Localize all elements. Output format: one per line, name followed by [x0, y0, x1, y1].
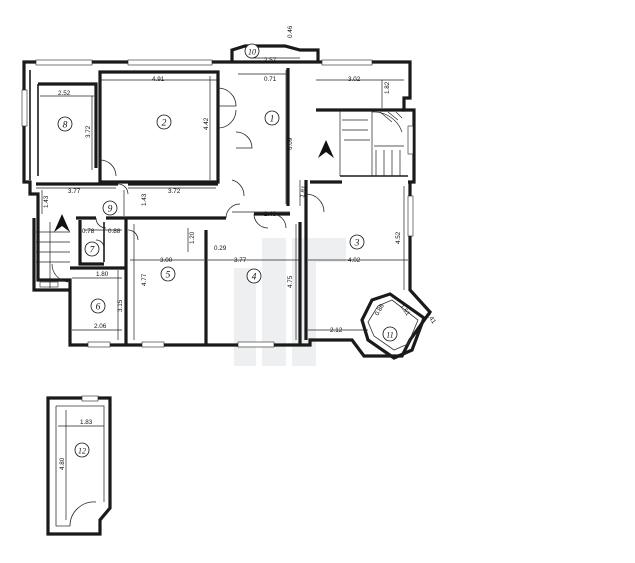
svg-text:3: 3 — [354, 239, 360, 249]
dim-room10-height: 0.46 — [287, 25, 294, 38]
dimension-lines — [36, 57, 408, 340]
dim-room7-side: 0.88 — [108, 228, 121, 235]
dim-hall-height: 1.43 — [141, 193, 148, 206]
dim-passage-width: 2.45 — [264, 211, 277, 218]
dim-room3-top-height: 1.82 — [384, 81, 391, 94]
svg-text:6: 6 — [96, 303, 101, 313]
room-3-label: 3 — [349, 234, 365, 250]
dim-balcony11-width: 1.51 — [398, 303, 411, 317]
room-1-label: 1 — [264, 110, 280, 126]
dim-room3-width: 4.02 — [348, 257, 361, 264]
room-11-label: 11 — [382, 326, 398, 342]
svg-text:5: 5 — [166, 271, 171, 281]
dim-room3-height: 4.52 — [395, 231, 402, 244]
svg-text:10: 10 — [248, 48, 256, 57]
dim-room3-top-width: 3.02 — [348, 76, 361, 83]
dim-passage-small: 1.81 — [299, 185, 308, 199]
dim-room10-width: 2.57 — [264, 57, 277, 64]
dim-room6-width: 1.80 — [96, 271, 109, 278]
room-4-label: 4 — [246, 268, 262, 284]
arrow-up-icon — [318, 140, 334, 158]
dim-room4-height: 4.75 — [287, 275, 294, 288]
dim-hall-width: 3.72 — [168, 188, 181, 195]
dim-room1-top-width: 0.71 — [264, 76, 277, 83]
room-12-plan: 1.83 4.80 — [46, 395, 112, 536]
svg-text:11: 11 — [386, 331, 393, 340]
dim-room5-height: 4.77 — [141, 273, 148, 286]
dim-left-small-height: 1.43 — [43, 195, 50, 208]
dim-room8-height: 3.72 — [85, 125, 92, 138]
svg-text:9: 9 — [108, 205, 113, 215]
dim-balcony11-depth: 0.86 — [374, 302, 386, 317]
room-12-label: 12 — [74, 442, 90, 458]
dim-room2-width: 4.91 — [152, 76, 165, 83]
svg-text:1: 1 — [270, 115, 275, 125]
dim-room7-width: 0.78 — [82, 228, 95, 235]
dim-room5-width: 3.00 — [160, 257, 173, 264]
dim-room2-height: 4.42 — [203, 117, 210, 130]
dim-room1-height: 6.09 — [287, 137, 294, 150]
doors — [95, 87, 325, 249]
windows — [21, 59, 414, 348]
dim-room4-width: 3.77 — [234, 257, 247, 264]
stairs-right — [339, 110, 404, 176]
dim-room12-width: 1.83 — [80, 419, 93, 426]
svg-text:8: 8 — [63, 121, 68, 131]
room-labels: 1 2 3 4 5 6 7 8 — [57, 43, 398, 458]
svg-text:7: 7 — [90, 246, 96, 256]
dim-room12-height: 4.80 — [59, 457, 66, 470]
room-7-label: 7 — [84, 241, 100, 257]
room-10-label: 10 — [244, 43, 260, 59]
room-5-label: 5 — [160, 266, 176, 282]
dimension-labels: 0.46 2.57 4.91 0.71 3.02 1.82 2.52 3.72 … — [43, 25, 437, 334]
dim-room8-width: 2.52 — [58, 90, 71, 97]
room-11-bay — [360, 292, 426, 360]
svg-text:2: 2 — [162, 119, 167, 129]
dim-room6-height: 3.15 — [117, 299, 124, 312]
svg-text:12: 12 — [78, 447, 86, 456]
svg-text:4: 4 — [252, 273, 257, 283]
dim-room5-notch-width: 0.29 — [214, 245, 227, 252]
room-2-label: 2 — [156, 114, 172, 130]
room-8-label: 8 — [57, 116, 73, 132]
dim-hall-left-width: 3.77 — [68, 188, 81, 195]
dim-room6-bottom-width: 2.06 — [94, 323, 107, 330]
interior-walls — [32, 68, 408, 345]
room-9-label: 9 — [102, 200, 118, 216]
room-6-label: 6 — [90, 298, 106, 314]
exterior-walls — [22, 44, 433, 358]
dim-room3-bottom-width: 2.12 — [330, 327, 343, 334]
arrow-up-icon — [54, 214, 70, 232]
stairs-left — [36, 222, 70, 288]
dim-room5-notch-height: 1.20 — [189, 231, 196, 244]
